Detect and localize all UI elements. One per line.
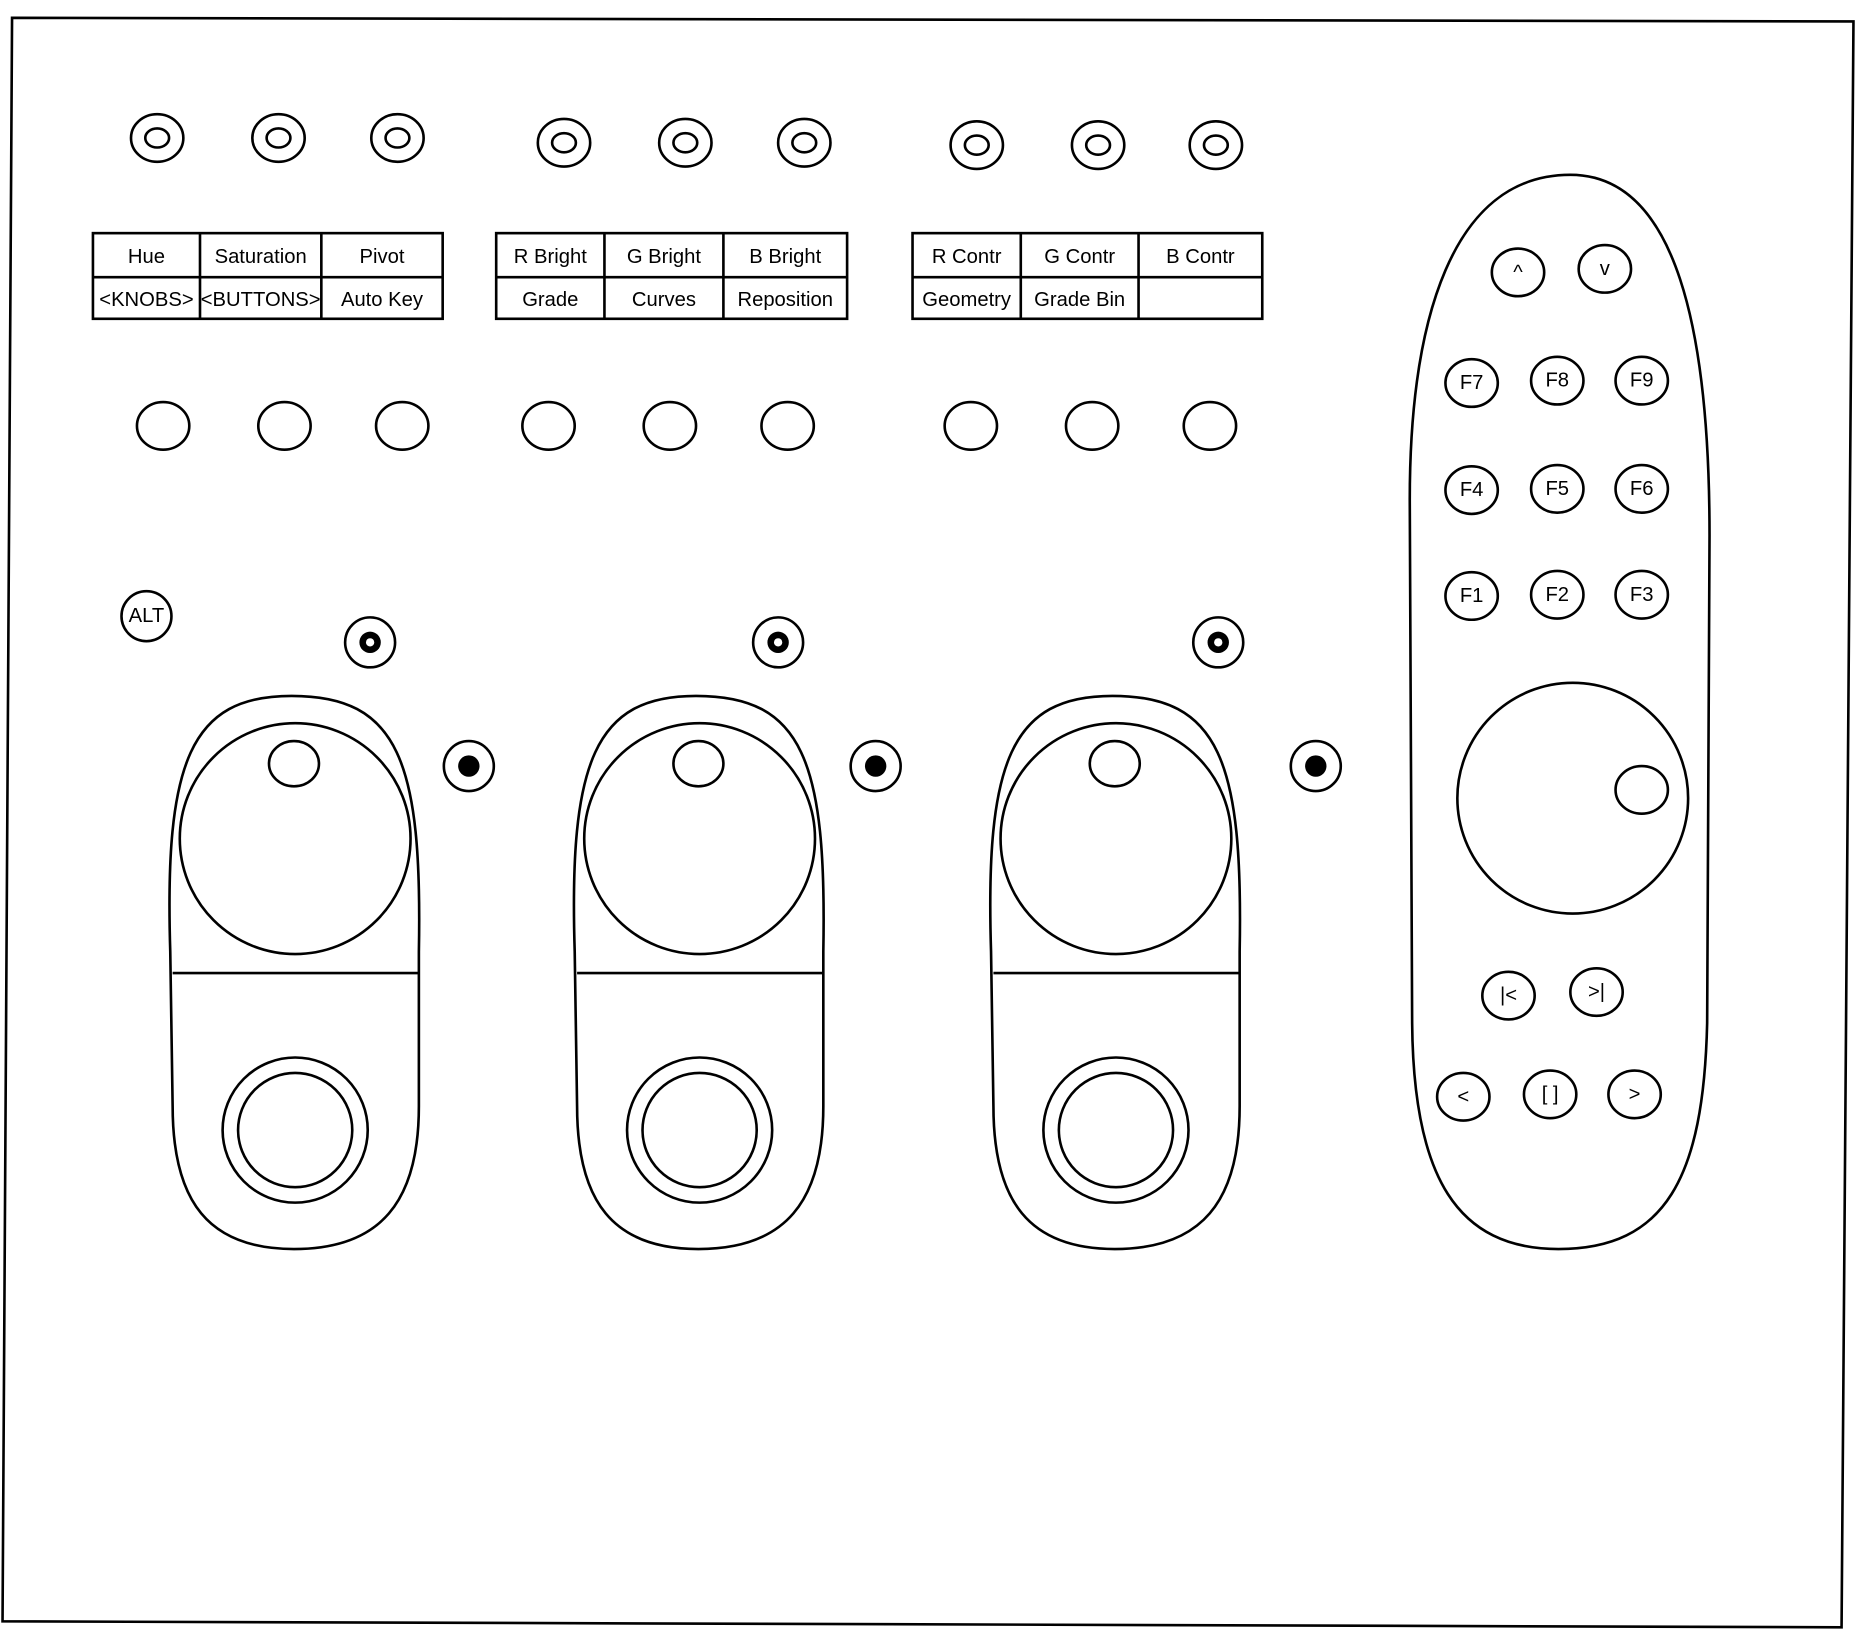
top-knob-6[interactable]	[776, 117, 832, 168]
label-cell: Grade	[522, 289, 578, 311]
go-to-end-button[interactable]: >|	[1569, 966, 1625, 1018]
function-key-f5[interactable]: F5	[1529, 463, 1585, 515]
soft-button-1[interactable]	[135, 400, 191, 451]
top-knob-1[interactable]	[129, 112, 185, 164]
label-cell: Grade Bin	[1034, 289, 1125, 311]
function-key-f3-label: F3	[1630, 584, 1654, 606]
function-key-f4-label: F4	[1460, 479, 1484, 501]
function-key-f9[interactable]: F9	[1614, 355, 1670, 406]
label-cell: B Contr	[1166, 246, 1235, 268]
play-forward-button-label: >	[1629, 1083, 1641, 1105]
soft-button-7[interactable]	[943, 400, 999, 451]
soft-button-5[interactable]	[642, 400, 698, 451]
label-cell: <BUTTONS>	[201, 289, 321, 311]
soft-button-4[interactable]	[521, 400, 577, 451]
label-cell: Pivot	[360, 246, 405, 268]
alt-label: ALT	[129, 605, 165, 627]
label-cell: B Bright	[749, 246, 821, 268]
function-key-f6-label: F6	[1630, 478, 1654, 500]
trackball-button[interactable]	[1088, 739, 1142, 788]
trackball[interactable]	[178, 721, 412, 956]
soft-button-8[interactable]	[1064, 400, 1120, 451]
function-key-f1-label: F1	[1460, 585, 1484, 607]
reset-button-side[interactable]	[1289, 739, 1343, 793]
label-cell: G Bright	[627, 246, 702, 268]
reset-button-top[interactable]	[343, 616, 397, 669]
top-knob-2[interactable]	[251, 112, 306, 164]
stop-button-label: [ ]	[1542, 1083, 1559, 1105]
function-key-f1[interactable]: F1	[1444, 570, 1500, 622]
function-key-f4[interactable]: F4	[1444, 464, 1500, 516]
go-to-start-button-label: |<	[1500, 985, 1517, 1007]
reset-button-top[interactable]	[751, 616, 805, 669]
function-key-f5-label: F5	[1545, 478, 1569, 500]
nav-up-button[interactable]: ^	[1490, 247, 1546, 298]
trackball-unit-1[interactable]	[168, 694, 421, 1251]
function-key-f3[interactable]: F3	[1614, 569, 1670, 620]
soft-button-6[interactable]	[760, 400, 816, 451]
function-key-f8[interactable]: F8	[1529, 355, 1585, 406]
trackball[interactable]	[582, 721, 817, 956]
function-key-f6[interactable]: F6	[1614, 463, 1670, 515]
soft-button-9[interactable]	[1182, 400, 1238, 451]
play-reverse-button[interactable]: <	[1435, 1071, 1491, 1122]
label-cell: Geometry	[922, 289, 1012, 311]
function-key-f7[interactable]: F7	[1444, 357, 1500, 409]
go-to-start-button[interactable]: |<	[1481, 970, 1536, 1021]
function-key-f2-label: F2	[1545, 584, 1569, 606]
alt-button[interactable]: ALT	[120, 589, 173, 643]
top-knob-4[interactable]	[536, 117, 592, 168]
panel-frame	[1, 16, 1855, 1629]
stop-button[interactable]: [ ]	[1522, 1069, 1578, 1120]
play-reverse-button-label: <	[1457, 1086, 1469, 1108]
trackball-unit-2[interactable]	[572, 694, 825, 1251]
trackball[interactable]	[999, 721, 1233, 956]
function-key-f7-label: F7	[1460, 372, 1484, 394]
reset-button-top[interactable]	[1191, 616, 1245, 669]
trackball-unit-3[interactable]	[988, 694, 1242, 1251]
label-cell: Auto Key	[341, 289, 424, 311]
function-key-f8-label: F8	[1545, 370, 1569, 392]
play-forward-button[interactable]: >	[1607, 1069, 1663, 1120]
label-cell: Curves	[632, 289, 696, 311]
top-knob-3[interactable]	[369, 112, 425, 164]
jog-wheel[interactable]	[1456, 681, 1690, 915]
label-cell: Saturation	[215, 246, 307, 268]
label-cell: <KNOBS>	[99, 289, 193, 311]
reset-button-side[interactable]	[442, 739, 496, 793]
top-knob-7[interactable]	[949, 120, 1005, 171]
nav-down-button[interactable]: v	[1577, 243, 1633, 294]
label-cell: G Contr	[1044, 246, 1115, 268]
label-cell: R Bright	[514, 246, 587, 268]
nav-down-button-label: v	[1600, 258, 1611, 280]
trackball-button[interactable]	[672, 739, 725, 788]
top-knob-8[interactable]	[1070, 120, 1126, 171]
function-key-f2[interactable]: F2	[1529, 569, 1585, 620]
soft-button-2[interactable]	[256, 400, 312, 451]
trackball-button[interactable]	[267, 739, 321, 788]
top-knob-5[interactable]	[657, 117, 713, 168]
reset-button-side[interactable]	[849, 739, 902, 793]
soft-button-3[interactable]	[374, 400, 430, 451]
function-key-f9-label: F9	[1630, 370, 1654, 392]
top-knob-9[interactable]	[1188, 120, 1244, 171]
label-cell: Hue	[128, 246, 165, 268]
nav-up-button-label: ^	[1513, 261, 1523, 283]
label-cell: R Contr	[932, 246, 1002, 268]
label-cell: Reposition	[737, 289, 833, 311]
go-to-end-button-label: >|	[1588, 981, 1605, 1003]
